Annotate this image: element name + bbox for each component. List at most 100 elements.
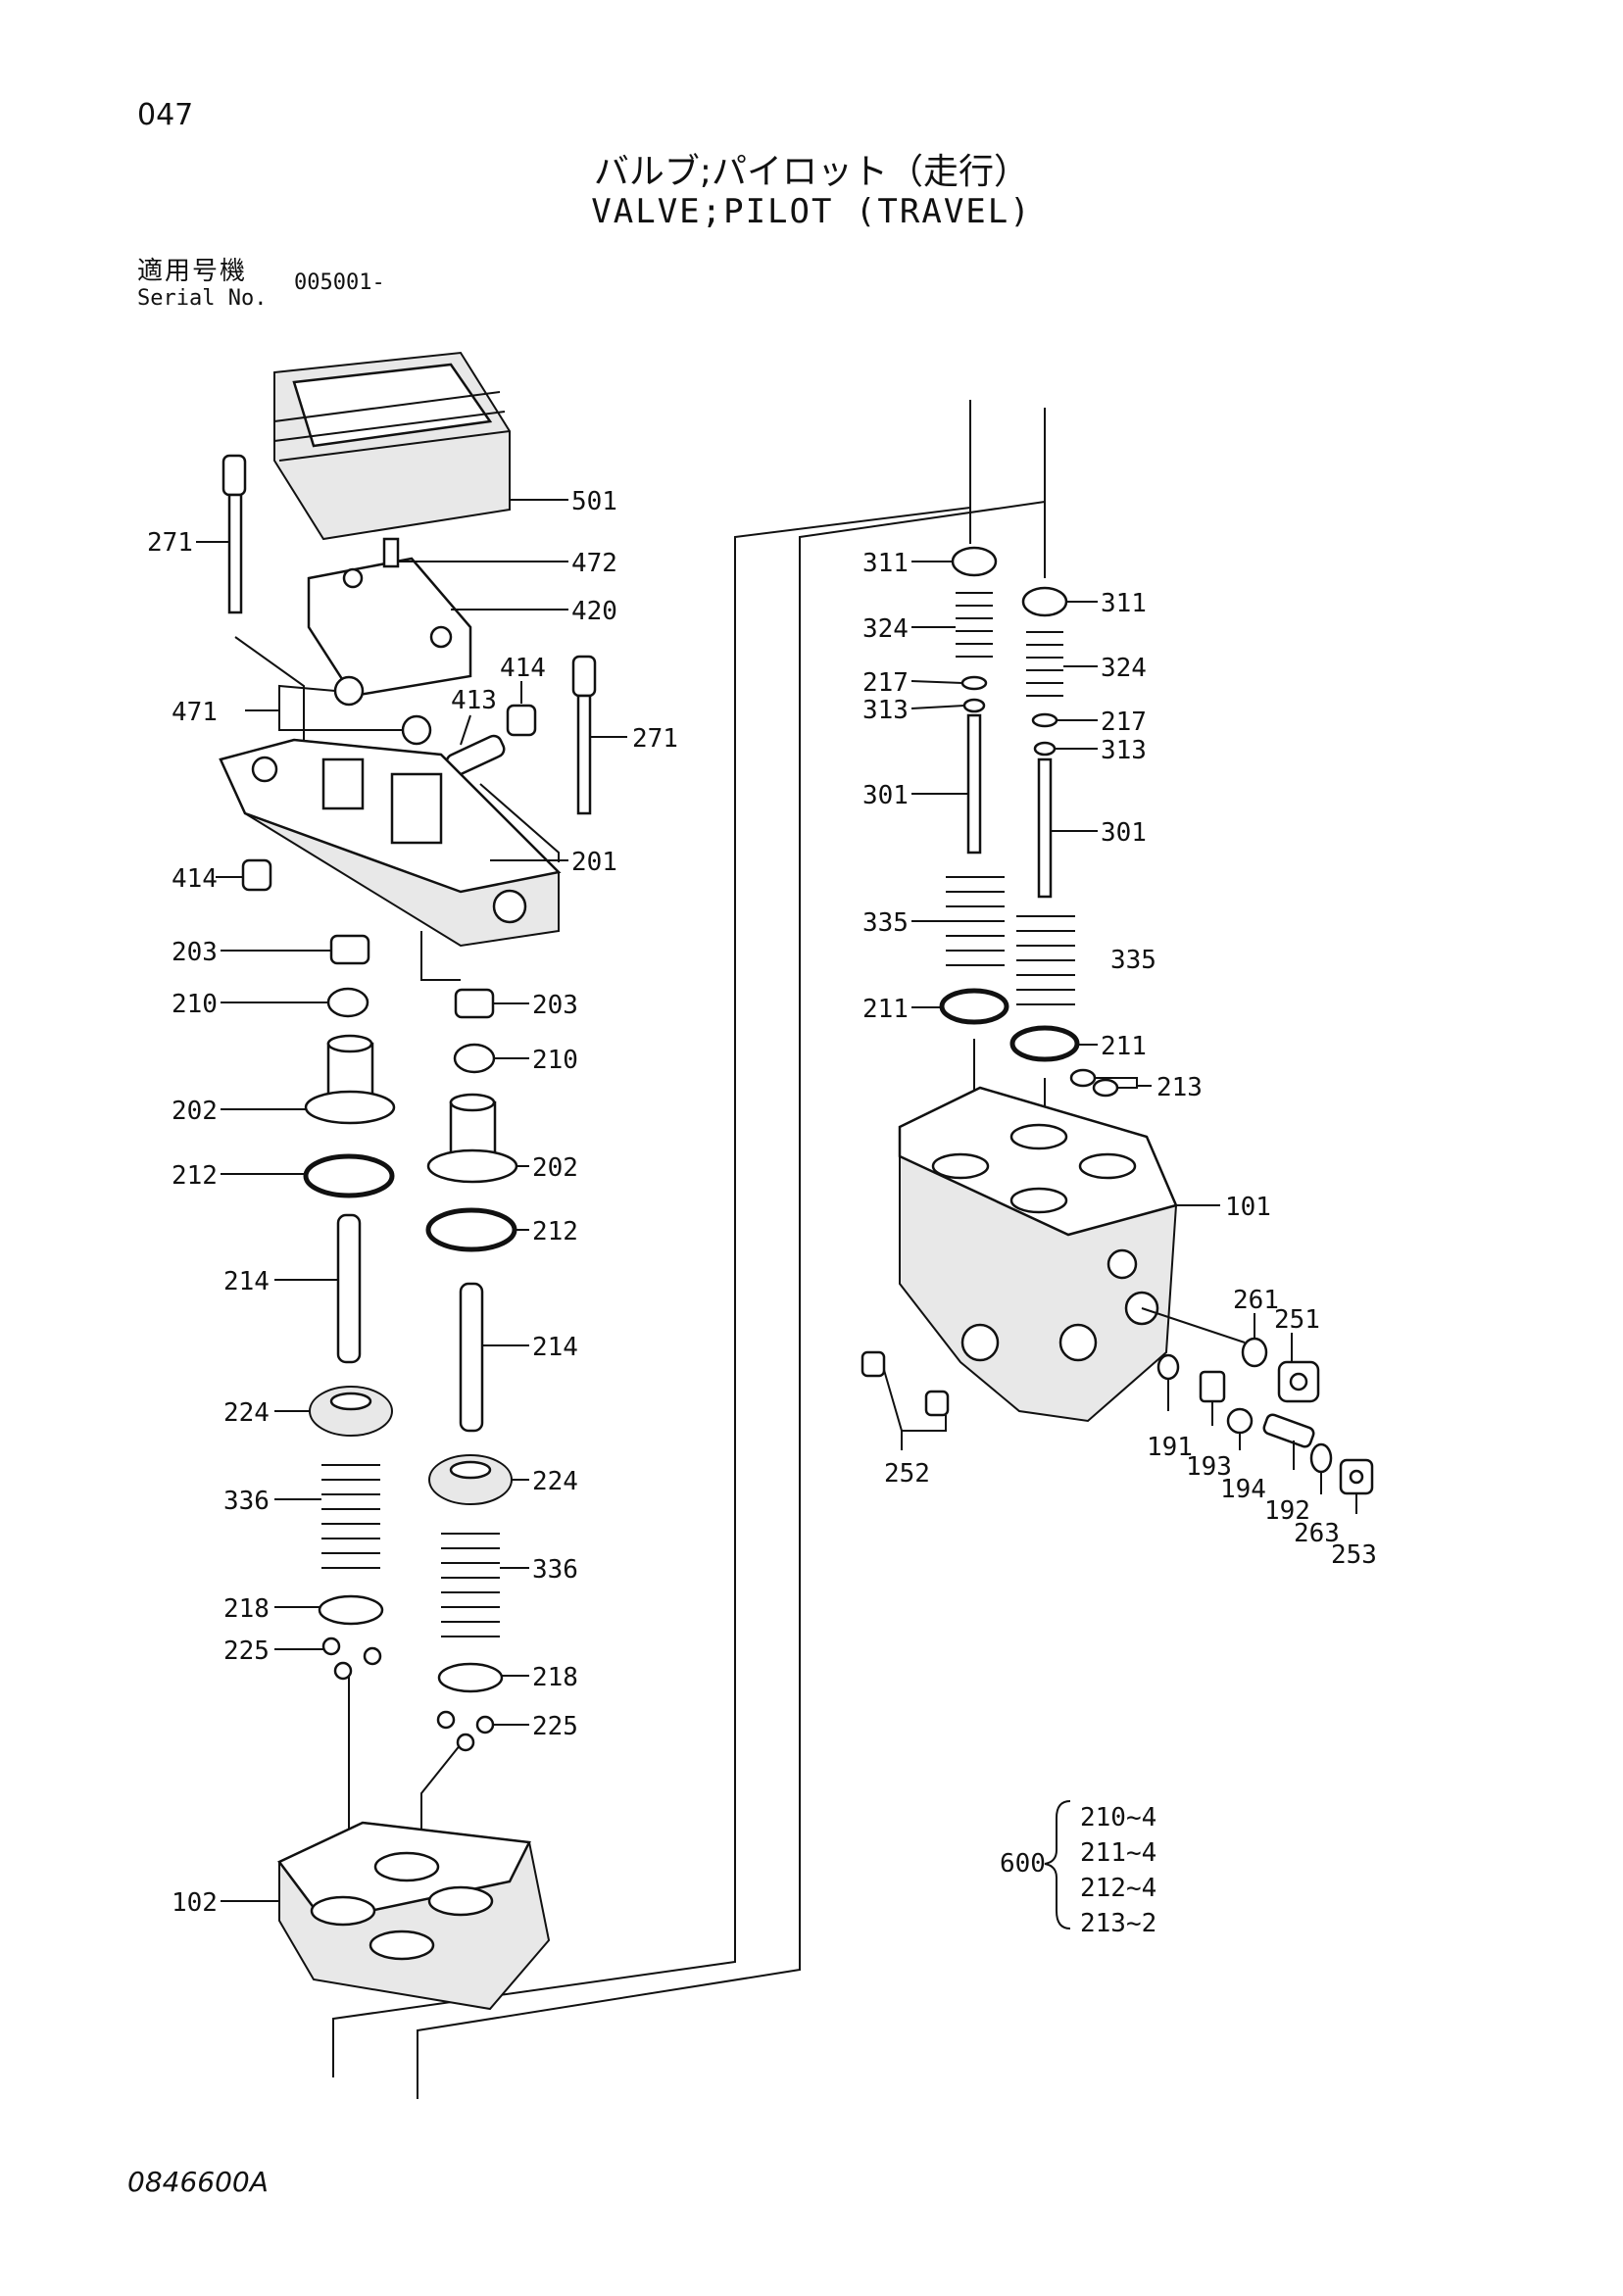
callout-212-left: 212 [172, 1161, 218, 1191]
ball-471-b [401, 714, 432, 746]
callout-301-left: 301 [862, 781, 909, 810]
drawing-number: 0846600A [127, 2166, 269, 2198]
callout-224-left: 224 [223, 1398, 270, 1428]
callout-263: 263 [1294, 1519, 1340, 1548]
shim-313-right [1033, 741, 1057, 757]
callout-210-left: 210 [172, 990, 218, 1019]
bolt-271-right [571, 655, 597, 815]
callout-214-right: 214 [532, 1333, 578, 1362]
callout-471: 471 [172, 698, 218, 727]
kit-number: 600 [1000, 1849, 1046, 1879]
casing-101 [898, 1086, 1178, 1423]
callout-labels: 501 472 420 271 271 414 413 471 201 414 … [147, 487, 1377, 1918]
washer-217-right [1031, 712, 1058, 728]
serial-label-japanese: 適用号機 [137, 257, 248, 286]
bushing-203-right [454, 988, 495, 1019]
nut-311-right [1021, 586, 1068, 617]
callout-212-right: 212 [532, 1217, 578, 1246]
bushing-414-b [241, 858, 272, 892]
serial-label-english: Serial No. [137, 286, 268, 311]
spring-335-right [1016, 915, 1075, 1005]
balls-225-left [321, 1637, 382, 1681]
bushing-414-a [506, 704, 537, 737]
o-ring-212-left [303, 1153, 395, 1198]
washer-217-left [960, 675, 988, 691]
guide-202-right [426, 1093, 518, 1184]
spool-301-right [1037, 757, 1053, 899]
kit-item: 211~4 [1080, 1838, 1156, 1868]
callout-201: 201 [571, 848, 617, 877]
callout-336-right: 336 [532, 1555, 578, 1585]
bolt-271-left [221, 454, 247, 614]
callout-336-left: 336 [223, 1487, 270, 1516]
bushing-203-left [329, 934, 370, 965]
nut-311-left [951, 546, 998, 577]
o-ring-263 [1309, 1442, 1333, 1474]
callout-218-left: 218 [223, 1594, 270, 1624]
callout-214-left: 214 [223, 1267, 270, 1296]
callout-203-right: 203 [532, 991, 578, 1020]
callout-472: 472 [571, 549, 617, 578]
callout-313-left: 313 [862, 696, 909, 725]
callout-202-right: 202 [532, 1153, 578, 1183]
o-ring-212-right [425, 1207, 517, 1252]
seat-191 [1156, 1353, 1180, 1381]
guide-202-left [304, 1034, 396, 1125]
o-ring-213-b [1092, 1078, 1119, 1098]
boot-501 [273, 351, 511, 541]
spool-192 [1262, 1413, 1315, 1448]
callout-203-left: 203 [172, 938, 218, 967]
callout-414-bottom: 414 [172, 864, 218, 894]
plug-251 [1277, 1360, 1320, 1403]
seal-210-right [453, 1043, 496, 1074]
kit-item: 210~4 [1080, 1803, 1156, 1832]
callout-251: 251 [1274, 1305, 1320, 1335]
callout-210-right: 210 [532, 1046, 578, 1075]
serial-number-range: 005001- [294, 270, 385, 295]
callout-414-top: 414 [500, 654, 546, 683]
callout-217-right: 217 [1101, 708, 1147, 737]
seal-kit-600: 600 210~4 211~4 212~4 213~2 [1000, 1800, 1156, 1938]
plate-420 [307, 557, 472, 698]
leader-lines [196, 499, 1357, 1902]
callout-313-right: 313 [1101, 736, 1147, 765]
callout-225-left: 225 [223, 1637, 270, 1666]
callout-252: 252 [884, 1459, 930, 1489]
callout-225-right: 225 [532, 1712, 578, 1741]
cam-201 [219, 738, 562, 948]
spring-193 [1199, 1370, 1226, 1403]
ball-471-a [333, 675, 365, 707]
washer-218-left [318, 1594, 384, 1626]
spool-301-left [966, 713, 982, 855]
plugs-252 [861, 1350, 950, 1417]
callout-413: 413 [451, 686, 497, 715]
pusher-214-right [459, 1282, 484, 1433]
spring-324-right [1026, 631, 1063, 697]
callout-192: 192 [1264, 1496, 1310, 1526]
callout-420: 420 [571, 597, 617, 626]
o-ring-213-a [1069, 1068, 1097, 1088]
spring-335-left [946, 876, 1005, 966]
balls-225-right [436, 1710, 495, 1752]
pusher-214-left [336, 1213, 362, 1364]
o-ring-211-left [939, 988, 1009, 1025]
callout-335-left: 335 [862, 908, 909, 938]
callout-501: 501 [571, 487, 617, 516]
callout-211-left: 211 [862, 995, 909, 1024]
o-ring-261 [1241, 1337, 1268, 1368]
callout-102: 102 [172, 1888, 218, 1918]
seal-210-left [326, 987, 369, 1018]
callout-324-right: 324 [1101, 654, 1147, 683]
spring-324-left [956, 592, 993, 658]
spring-336-left [321, 1464, 380, 1569]
callout-271-right: 271 [632, 724, 678, 754]
callout-191: 191 [1147, 1433, 1193, 1462]
o-ring-211-right [1009, 1025, 1080, 1062]
callout-271-left: 271 [147, 528, 193, 558]
page-number: 047 [137, 98, 194, 132]
shim-313-left [962, 698, 986, 713]
callout-194: 194 [1220, 1475, 1266, 1504]
callout-253: 253 [1331, 1540, 1377, 1570]
title-english: VALVE;PILOT (TRAVEL) [591, 192, 1032, 231]
